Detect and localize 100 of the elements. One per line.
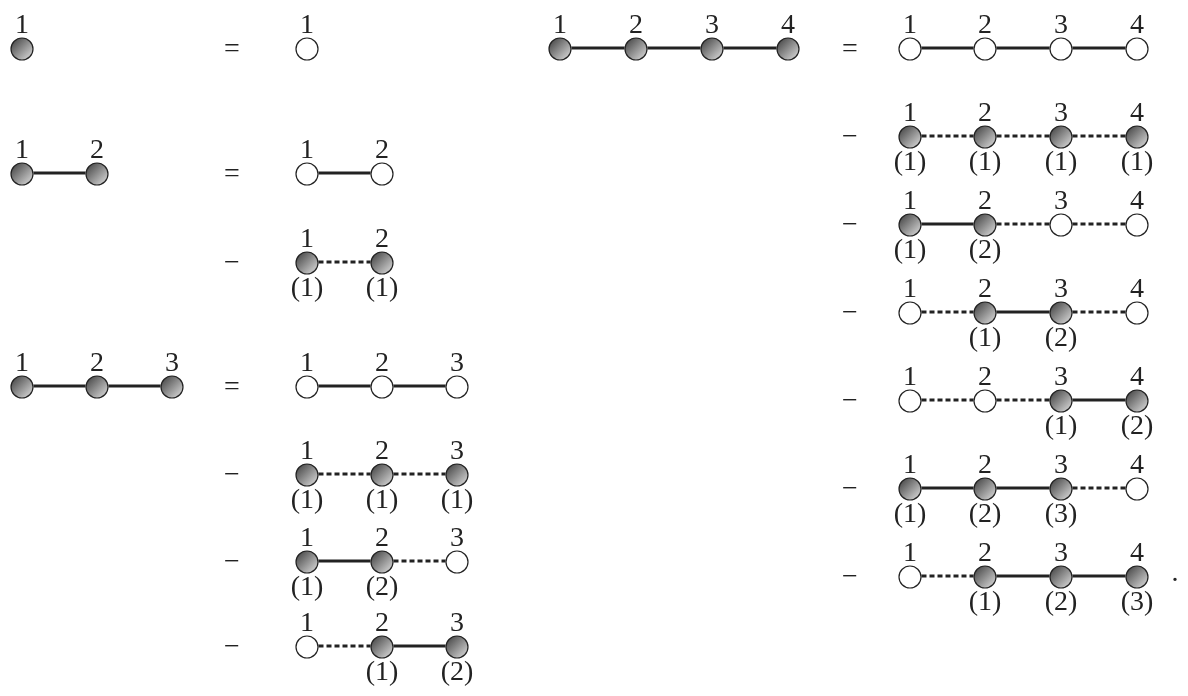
node-number: 1 (300, 224, 314, 251)
solid-line (996, 310, 1050, 314)
dashed-line (921, 134, 974, 138)
node-number: 2 (375, 436, 389, 463)
solid-line (393, 644, 446, 648)
solid-line (921, 486, 974, 490)
period: . (1171, 558, 1179, 586)
node-number: 1 (903, 450, 917, 477)
minus-sign: − (842, 474, 858, 502)
node-number: 1 (903, 274, 917, 301)
solid-line (318, 171, 371, 175)
minus-sign: − (842, 122, 858, 150)
minus-sign: − (842, 562, 858, 590)
solid-line (318, 559, 371, 563)
solid-line (996, 574, 1050, 578)
node-number: 2 (375, 135, 389, 162)
dashed-line (996, 398, 1050, 402)
node-number: 4 (1130, 450, 1144, 477)
node-number: 1 (903, 538, 917, 565)
node-number: 1 (15, 10, 29, 37)
solid-line (921, 46, 974, 50)
node-number: 3 (1054, 274, 1068, 301)
dashed-line (1072, 310, 1126, 314)
node-number: 4 (781, 10, 795, 37)
solid-line (647, 46, 701, 50)
equals-sign: = (224, 34, 240, 62)
solid-line (996, 486, 1050, 490)
minus-sign: − (842, 298, 858, 326)
node-number: 4 (1130, 362, 1144, 389)
dashed-line (393, 559, 446, 563)
node-number: 2 (375, 348, 389, 375)
node-number: 2 (375, 523, 389, 550)
node-number: 2 (978, 98, 992, 125)
solid-line (108, 384, 161, 388)
node-number: 1 (300, 10, 314, 37)
node-number: 1 (903, 10, 917, 37)
node-number: 2 (978, 538, 992, 565)
node-number: 1 (15, 348, 29, 375)
node-number: 3 (1054, 186, 1068, 213)
node-number: 1 (300, 608, 314, 635)
solid-line (921, 222, 974, 226)
equals-sign: = (842, 34, 858, 62)
dashed-line (921, 398, 974, 402)
dashed-line (1072, 486, 1126, 490)
node-number: 3 (1054, 10, 1068, 37)
node-number: 1 (15, 135, 29, 162)
node-number: 3 (450, 348, 464, 375)
minus-sign: − (224, 460, 240, 488)
node-number: 3 (165, 348, 179, 375)
node-number: 3 (705, 10, 719, 37)
node-number: 2 (978, 450, 992, 477)
dashed-line (921, 574, 974, 578)
node-number: 3 (1054, 98, 1068, 125)
solid-line (723, 46, 777, 50)
dashed-line (318, 260, 371, 264)
node-number: 4 (1130, 98, 1144, 125)
minus-sign: − (224, 632, 240, 660)
node-number: 3 (1054, 450, 1068, 477)
dashed-line (318, 472, 371, 476)
node-number: 2 (978, 10, 992, 37)
node-number: 3 (450, 608, 464, 635)
node-number: 3 (450, 436, 464, 463)
solid-line (1072, 46, 1126, 50)
solid-line (393, 384, 446, 388)
equals-sign: = (224, 159, 240, 187)
dashed-line (1072, 134, 1126, 138)
node-number: 1 (300, 348, 314, 375)
dashed-line (921, 310, 974, 314)
node-number: 1 (553, 10, 567, 37)
solid-line (33, 384, 86, 388)
minus-sign: − (224, 547, 240, 575)
node-number: 4 (1130, 538, 1144, 565)
node-number: 2 (978, 274, 992, 301)
node-number: 3 (1054, 538, 1068, 565)
dashed-line (1072, 222, 1126, 226)
solid-line (318, 384, 371, 388)
node-number: 2 (90, 135, 104, 162)
node-number: 1 (300, 135, 314, 162)
node-number: 4 (1130, 274, 1144, 301)
minus-sign: − (842, 386, 858, 414)
dashed-line (996, 134, 1050, 138)
dashed-line (318, 644, 371, 648)
node-number: 4 (1130, 10, 1144, 37)
equals-sign: = (224, 372, 240, 400)
node-number: 2 (629, 10, 643, 37)
solid-line (996, 46, 1050, 50)
node-number: 3 (450, 523, 464, 550)
node-number: 1 (903, 186, 917, 213)
node-number: 2 (978, 186, 992, 213)
node-number: 1 (903, 362, 917, 389)
node-number: 3 (1054, 362, 1068, 389)
node-number: 1 (903, 98, 917, 125)
node-number: 2 (375, 224, 389, 251)
node-number: 1 (300, 523, 314, 550)
solid-line (571, 46, 625, 50)
solid-line (33, 171, 86, 175)
minus-sign: − (224, 248, 240, 276)
node-number: 2 (978, 362, 992, 389)
dashed-line (393, 472, 446, 476)
node-number: 2 (90, 348, 104, 375)
